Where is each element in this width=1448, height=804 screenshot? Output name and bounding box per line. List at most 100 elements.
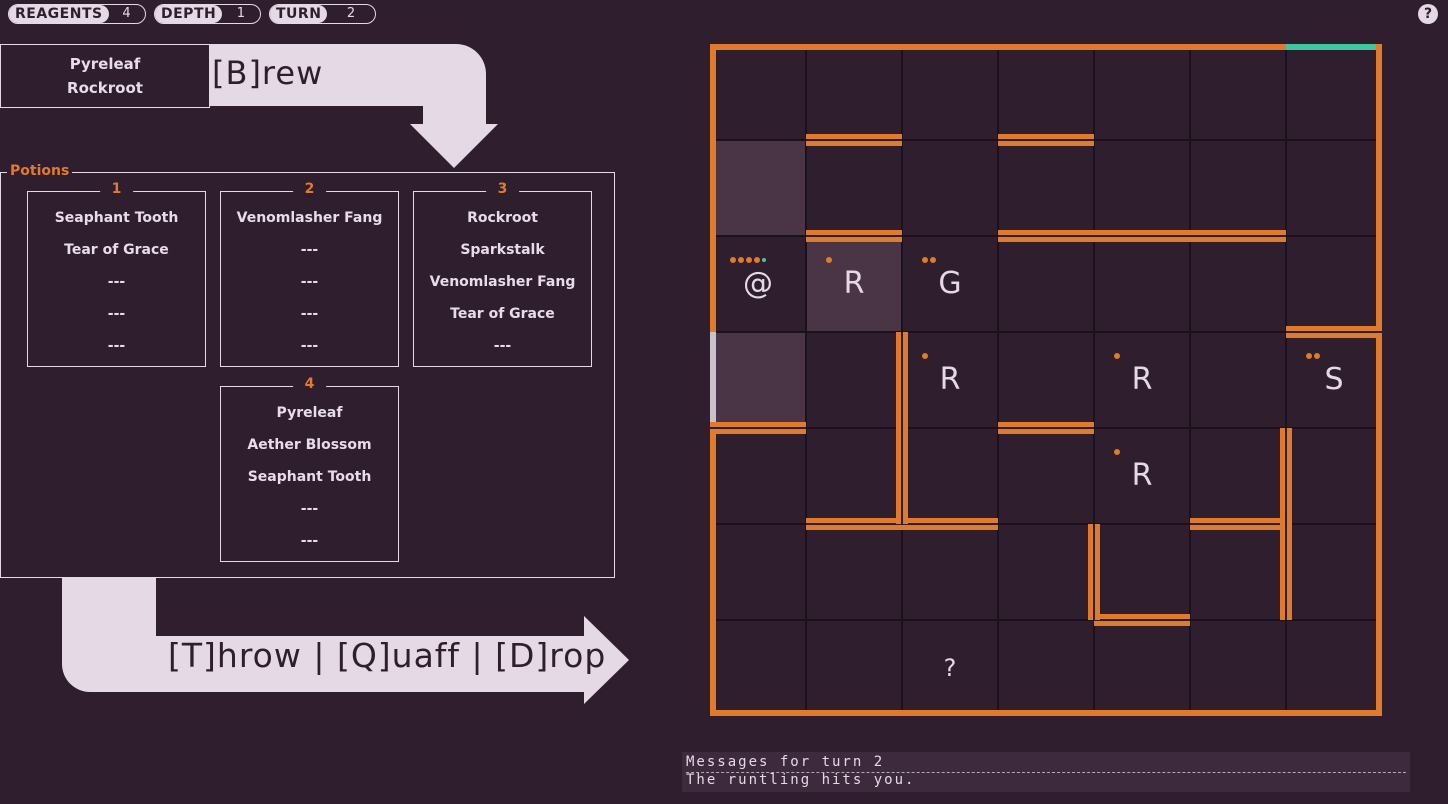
health-pip (738, 257, 744, 263)
map-cell (1190, 140, 1286, 236)
map-cell (998, 428, 1094, 524)
turn-value: 2 (346, 6, 356, 21)
map-cell (806, 428, 902, 524)
map-cell (1094, 44, 1190, 140)
health-pip (1114, 353, 1120, 359)
map-wall (806, 134, 902, 146)
map-wall (710, 428, 716, 716)
help-button[interactable]: ? (1418, 4, 1438, 24)
map-wall (806, 518, 998, 530)
action-arrow-head (584, 616, 629, 704)
reagents-label: REAGENTS (9, 5, 109, 23)
potion-slot-1[interactable]: 1 Seaphant Tooth Tear of Grace --- --- -… (27, 181, 206, 367)
map-cell (902, 524, 998, 620)
message-line: The runtling hits you. (686, 772, 916, 788)
runtling-glyph: R (1131, 362, 1153, 397)
map-cell (1190, 44, 1286, 140)
potion-ingredient: Venomlasher Fang (429, 274, 576, 290)
health-pip (826, 257, 832, 263)
status-pip (762, 258, 766, 262)
map-cell (1094, 140, 1190, 236)
map-cell (1286, 44, 1382, 140)
map-cell (806, 44, 902, 140)
message-log: Messages for turn 2 The runtling hits yo… (682, 752, 1410, 792)
potion-actions[interactable]: [T]hrow | [Q]uaff | [D]rop (168, 636, 607, 675)
map-cell (1094, 236, 1190, 332)
potion-ingredient: Seaphant Tooth (54, 210, 179, 226)
map-wall (1094, 614, 1190, 626)
map-cell (902, 236, 998, 332)
map-wall (998, 230, 1286, 242)
map-cell (902, 140, 998, 236)
map-wall (998, 134, 1094, 146)
door-marker (710, 332, 716, 428)
map-wall (998, 422, 1094, 434)
brew-action[interactable]: [B]rew (212, 54, 324, 92)
brew-arrow-head (410, 124, 498, 168)
runtling-glyph: R (843, 266, 865, 301)
map-wall (710, 44, 1286, 50)
health-pip (922, 257, 928, 263)
map-wall (710, 44, 716, 332)
g-monster-glyph: G (938, 266, 962, 301)
message-separator (686, 772, 1406, 773)
potion-ingredient: Sparkstalk (460, 242, 545, 258)
map-wall (1280, 428, 1292, 620)
turn-stat: TURN 2 (269, 4, 376, 24)
health-pip (1314, 353, 1320, 359)
turn-label: TURN (270, 5, 328, 23)
reagents-stat: REAGENTS 4 (8, 4, 146, 24)
map-cell (806, 140, 902, 236)
potion-slot-4[interactable]: 4 Pyreleaf Aether Blossom Seaphant Tooth… (220, 376, 399, 562)
map-wall (1286, 326, 1382, 338)
potions-panel: Potions 1 Seaphant Tooth Tear of Grace -… (0, 163, 615, 578)
map-cell (710, 236, 806, 332)
health-pip (1306, 353, 1312, 359)
player-glyph: @ (743, 266, 773, 301)
potion-ingredient: Aether Blossom (247, 437, 372, 453)
dungeon-map[interactable]: @ R G R R S R ? (710, 44, 1382, 716)
runtling-glyph: R (939, 362, 961, 397)
potion-ingredient: --- (300, 338, 319, 354)
map-cell (1286, 140, 1382, 236)
map-wall (710, 710, 1382, 716)
map-cell (1094, 332, 1190, 428)
unknown-item-glyph: ? (943, 654, 957, 682)
map-cell (1094, 620, 1190, 716)
brew-ingredients: Pyreleaf Rockroot (0, 44, 210, 108)
map-cell (806, 332, 902, 428)
map-wall (1190, 518, 1286, 530)
map-cell (710, 44, 806, 140)
potion-number: 2 (292, 181, 327, 197)
potion-slot-3[interactable]: 3 Rockroot Sparkstalk Venomlasher Fang T… (413, 181, 592, 367)
potion-slot-2[interactable]: 2 Venomlasher Fang --- --- --- --- (220, 181, 399, 367)
potion-number: 3 (485, 181, 520, 197)
map-wall (1088, 524, 1100, 620)
map-cell (1094, 524, 1190, 620)
potion-number: 4 (292, 376, 327, 392)
map-cell (998, 332, 1094, 428)
potion-ingredient: Pyreleaf (276, 405, 343, 421)
health-pip (1114, 449, 1120, 455)
action-arrow-stem (62, 576, 156, 636)
map-cell (998, 140, 1094, 236)
map-cell (806, 620, 902, 716)
map-cell (1190, 332, 1286, 428)
s-monster-glyph: S (1324, 362, 1344, 397)
health-pip (922, 353, 928, 359)
action-arrow-bar (62, 636, 586, 692)
brew-arrow-stem (423, 100, 486, 126)
health-pip (754, 257, 760, 263)
map-cell (710, 524, 806, 620)
map-cell (902, 44, 998, 140)
map-cell (1286, 428, 1382, 524)
map-cell (902, 620, 998, 716)
reagents-value: 4 (122, 6, 132, 21)
map-wall (806, 230, 902, 242)
potion-ingredient: --- (107, 338, 126, 354)
map-cell (806, 524, 902, 620)
map-cell (998, 524, 1094, 620)
map-wall (896, 332, 908, 524)
map-wall (710, 422, 806, 434)
brew-arrow-bar (208, 44, 486, 106)
